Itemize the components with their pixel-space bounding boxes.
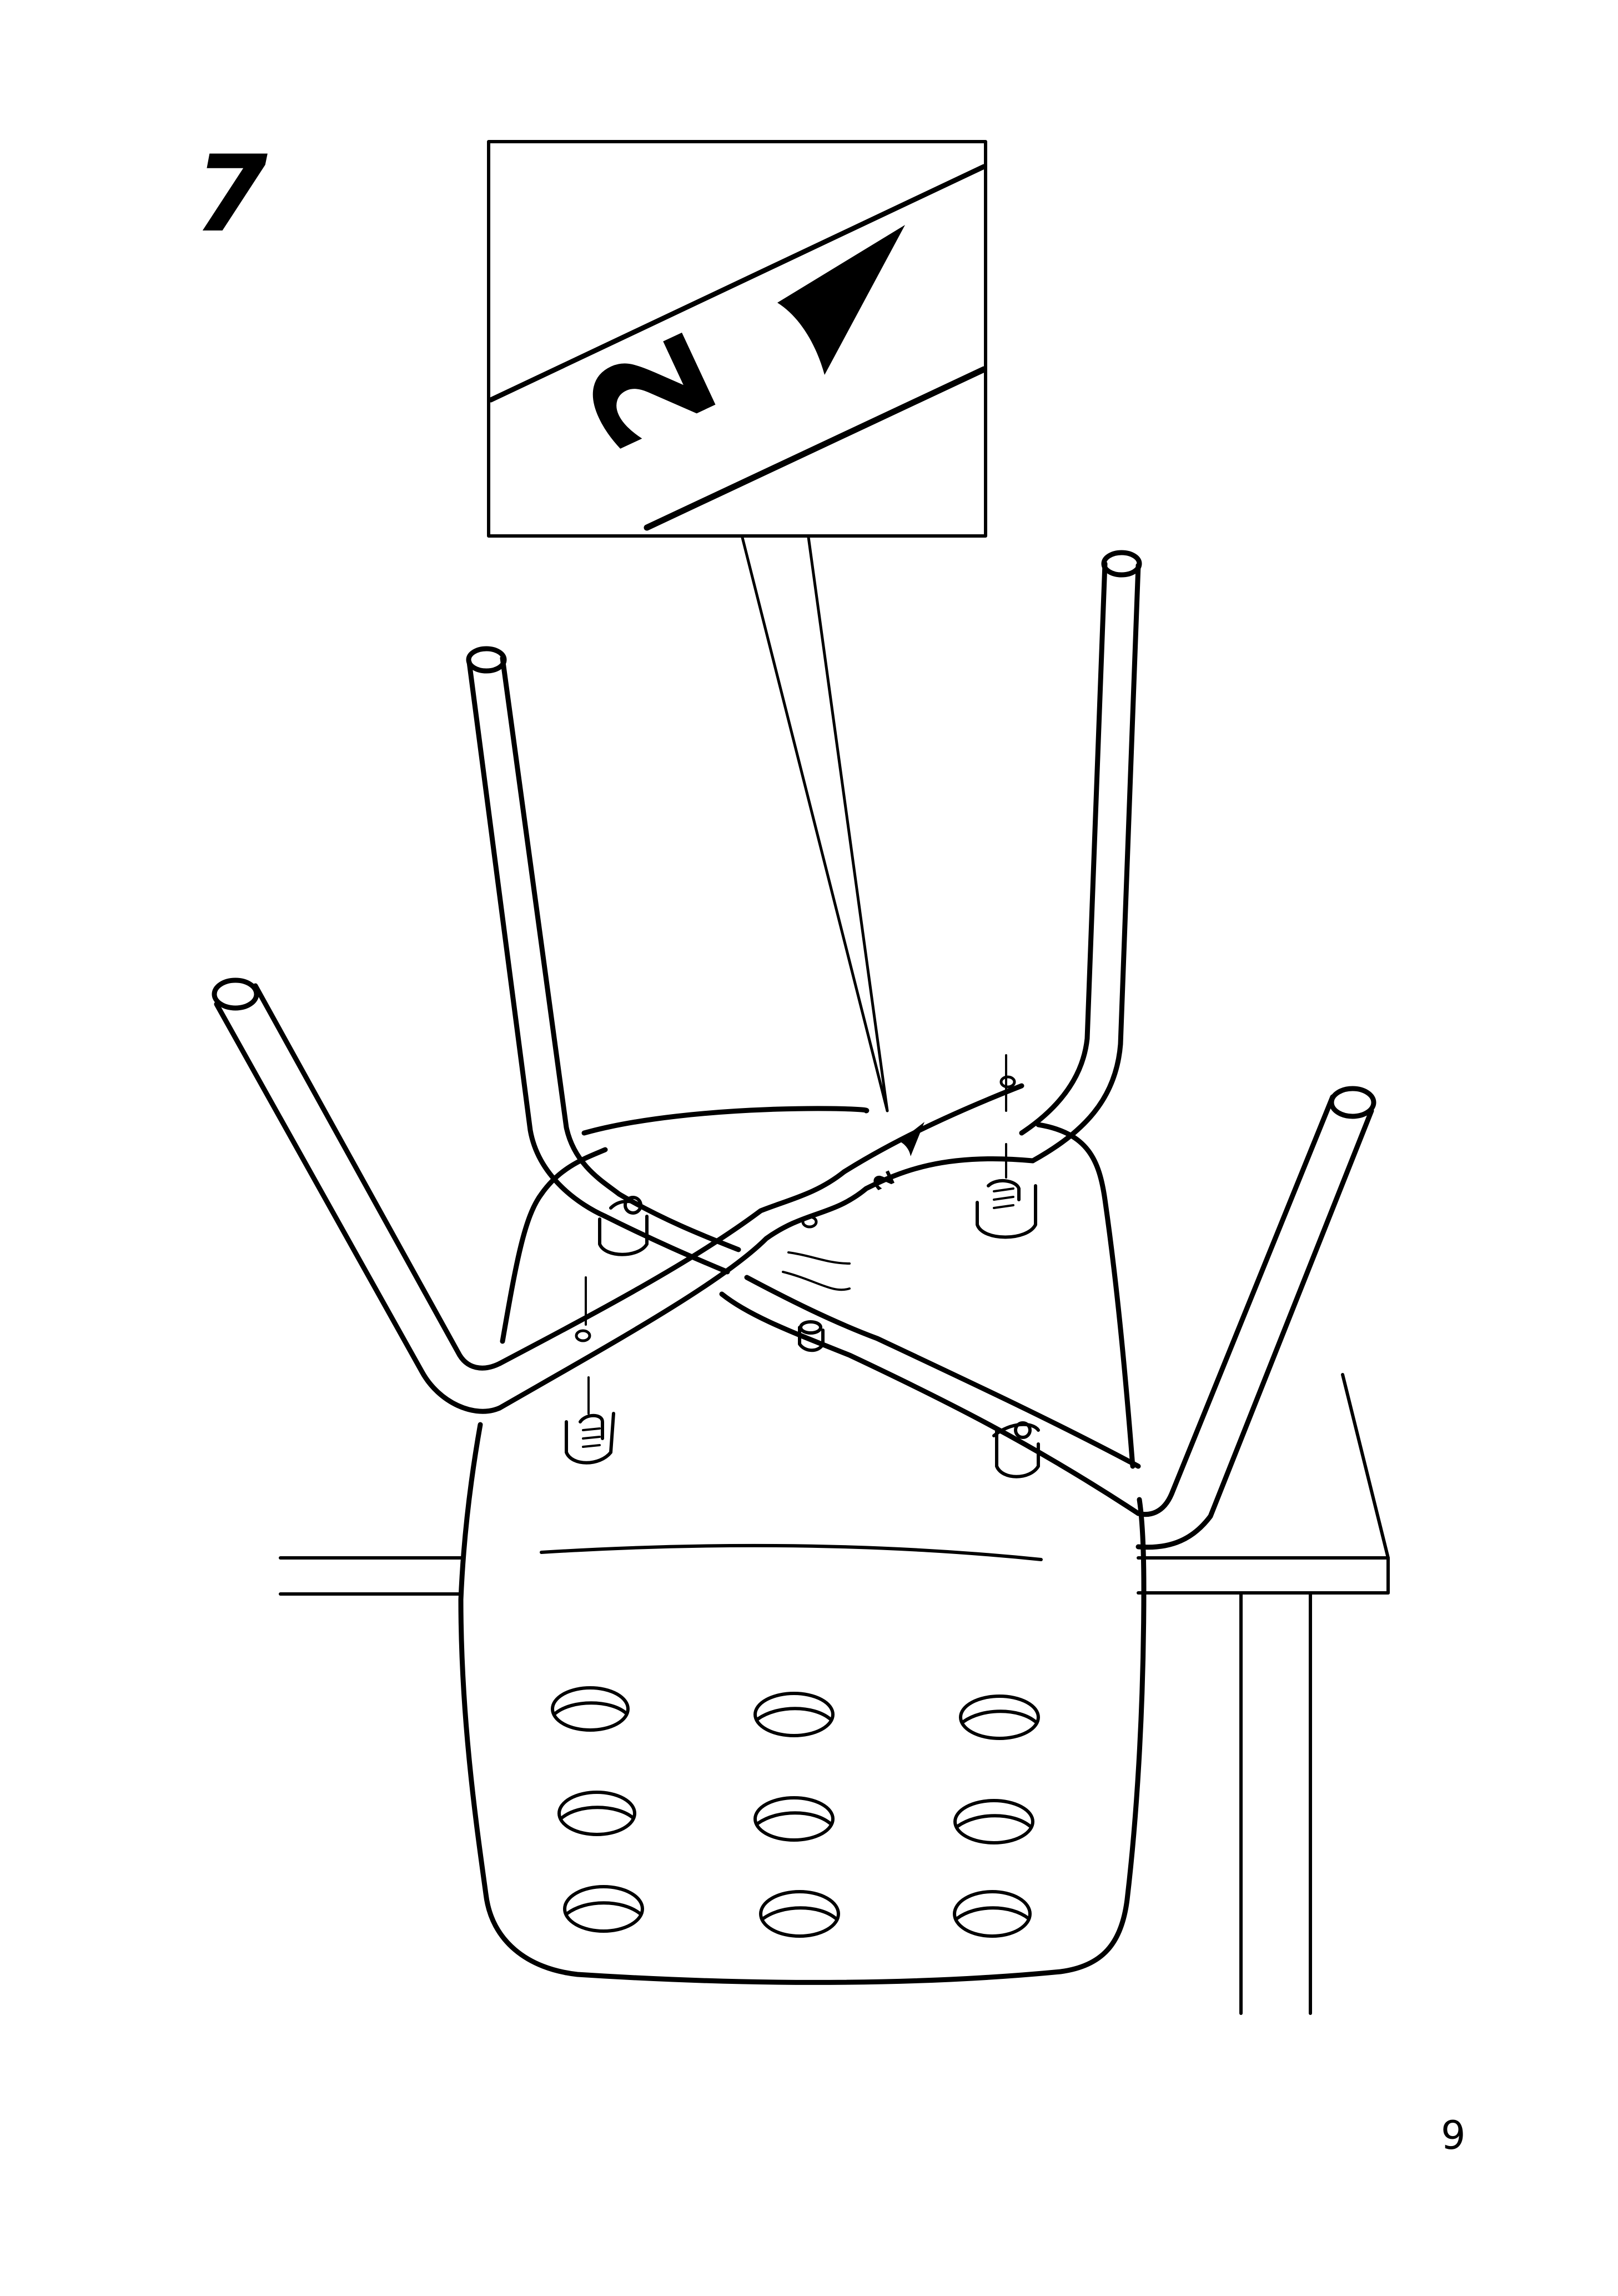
frame-marking-digit: 2 (866, 1166, 901, 1195)
seat-hole (552, 1688, 628, 1730)
leg-back-right (1022, 553, 1139, 1161)
seat-hole (755, 1693, 833, 1736)
seat-shell (461, 1109, 1144, 1983)
small-triangle-arrow-icon (900, 1122, 924, 1156)
leg-front-left (214, 980, 500, 1411)
seat-hole (755, 1798, 833, 1840)
frame-marking: 2 (866, 1122, 924, 1195)
page-number: 9 (1441, 2116, 1466, 2155)
seat-hole (955, 1801, 1033, 1843)
seat-hole (761, 1892, 838, 1936)
seat-hole (559, 1792, 635, 1834)
clip-back-right (977, 1055, 1036, 1237)
detail-callout: 2 (489, 142, 986, 536)
seat-hole (954, 1892, 1030, 1936)
frame-legs (214, 553, 1374, 1547)
frame-crossbars (500, 1077, 1138, 1513)
seat-hole (565, 1887, 642, 1931)
leg-front-right (1138, 1089, 1374, 1547)
seat-holes (552, 1688, 1038, 1936)
callout-pointer (741, 533, 887, 1111)
seat-hole (961, 1696, 1038, 1738)
